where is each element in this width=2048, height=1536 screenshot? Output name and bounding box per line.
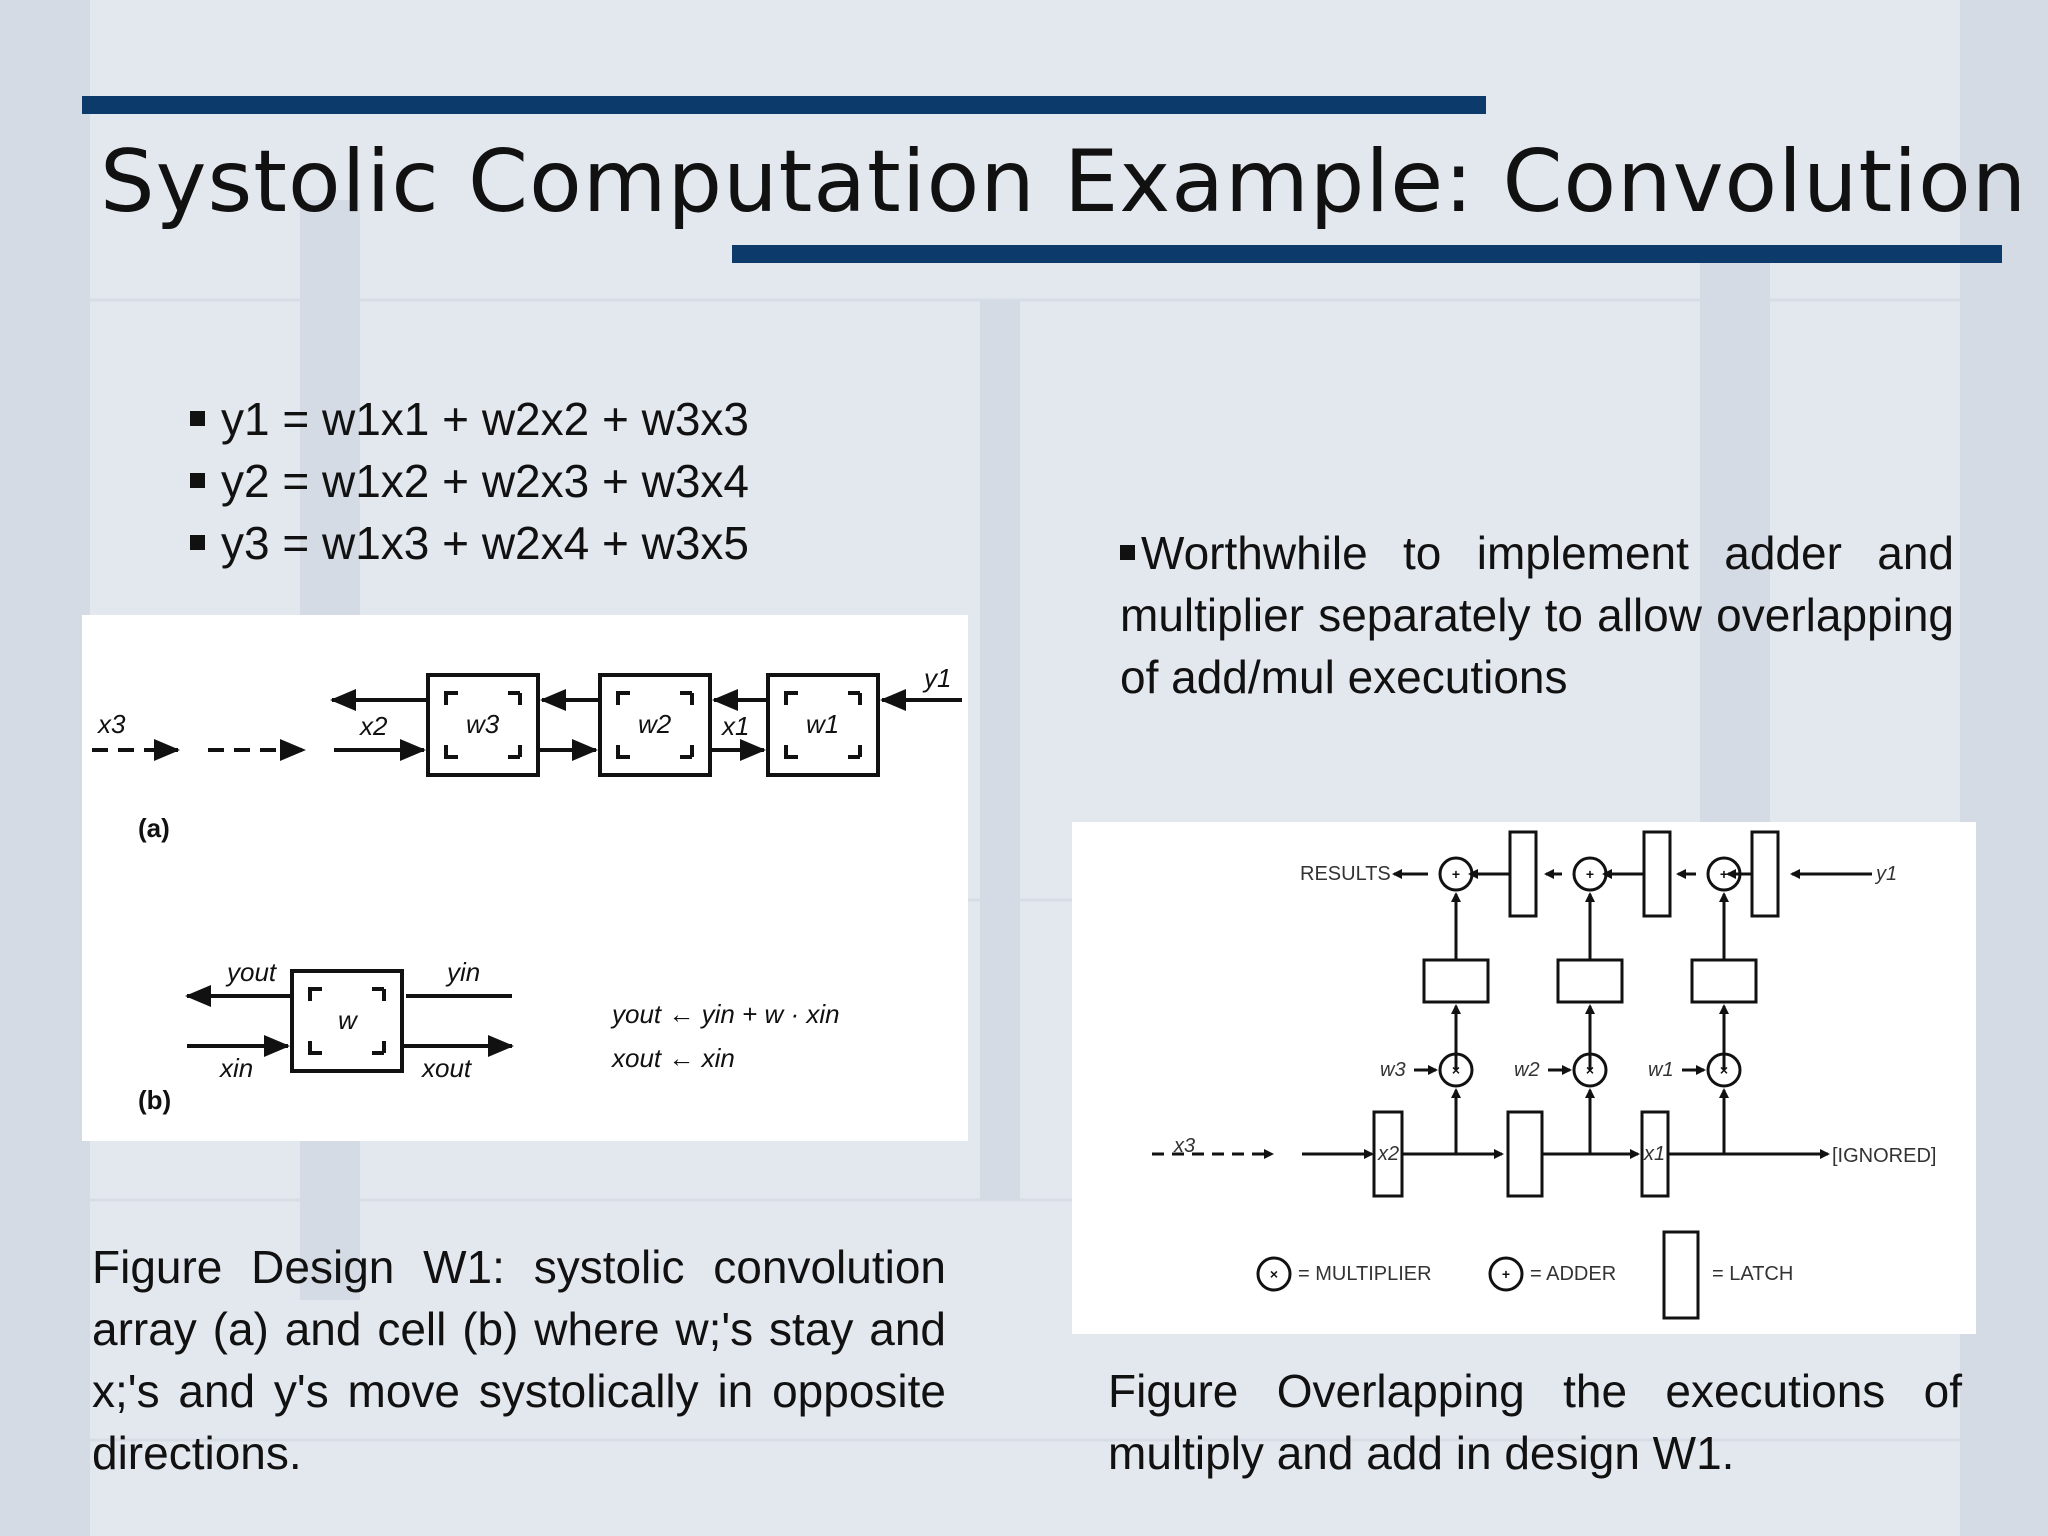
equation-item: y2 = w1x2 + w2x3 + w3x4 xyxy=(190,450,749,512)
adder xyxy=(1438,856,1474,892)
cell-w2 xyxy=(598,673,712,777)
cell-label-w: w xyxy=(338,1005,359,1035)
latch xyxy=(1690,958,1758,1004)
label-a: (a) xyxy=(138,813,170,843)
title-rule-bottom xyxy=(732,245,2002,263)
figure-overlap-design: +++ ××× ×+ RESULTS y1 w3 w2 w1 x3 x2 x1 … xyxy=(1072,822,1976,1334)
multiplier xyxy=(1438,1052,1474,1088)
title-rule-top xyxy=(82,96,1486,114)
figure-systolic-array: x3 x2 x1 y1 w3 w2 w1 (a) w yout yin xin … xyxy=(82,615,968,1141)
cell-w3 xyxy=(426,673,540,777)
slide-title: Systolic Computation Example: Convolutio… xyxy=(100,132,2028,232)
cell-w xyxy=(290,969,404,1073)
cell-w1 xyxy=(766,673,880,777)
svg-text:×: × xyxy=(1720,1062,1728,1078)
latch xyxy=(1422,958,1490,1004)
label-x1: x1 xyxy=(720,711,749,741)
caption-figure-left: Figure Design W1: systolic convolution a… xyxy=(92,1241,946,1479)
legend-latch-label: = LATCH xyxy=(1712,1263,1793,1285)
bullet-icon xyxy=(190,473,205,489)
svg-text:+: + xyxy=(1452,866,1460,882)
multiplier xyxy=(1706,1052,1742,1088)
adder xyxy=(1572,856,1608,892)
cell-label-w2: w2 xyxy=(638,709,672,739)
label-w1: w1 xyxy=(1648,1059,1674,1081)
latch xyxy=(1506,1110,1544,1198)
bullet-icon xyxy=(190,411,205,427)
legend-multiplier-label: = MULTIPLIER xyxy=(1298,1263,1432,1285)
adder xyxy=(1706,856,1742,892)
legend-adder-label: = ADDER xyxy=(1530,1263,1616,1285)
svg-text:×: × xyxy=(1270,1266,1278,1282)
label-b: (b) xyxy=(138,1085,171,1115)
label-w2: w2 xyxy=(1514,1059,1540,1081)
caption-figure-right: Figure Overlapping the executions of mul… xyxy=(1108,1365,1962,1479)
cell-equation-2: xout ← xin xyxy=(610,1043,735,1073)
latch xyxy=(1750,830,1780,918)
cell-label-w1: w1 xyxy=(806,709,839,739)
multiplier-legend-icon xyxy=(1256,1256,1292,1292)
label-yout: yout xyxy=(225,957,278,987)
label-x2: x2 xyxy=(1377,1143,1399,1165)
svg-text:×: × xyxy=(1586,1062,1594,1078)
label-xout: xout xyxy=(420,1053,473,1083)
label-x2: x2 xyxy=(358,711,388,741)
adder-legend-icon xyxy=(1488,1256,1524,1292)
latch xyxy=(1372,1110,1404,1198)
latch xyxy=(1556,958,1624,1004)
cell-label-w3: w3 xyxy=(466,709,500,739)
label-yin: yin xyxy=(445,957,480,987)
equation-list: y1 = w1x1 + w2x2 + w3x3 y2 = w1x2 + w2x3… xyxy=(190,388,749,574)
svg-text:+: + xyxy=(1502,1266,1510,1282)
latch xyxy=(1642,830,1672,918)
label-w3: w3 xyxy=(1380,1059,1406,1081)
equation-item: y3 = w1x3 + w2x4 + w3x5 xyxy=(190,512,749,574)
svg-text:+: + xyxy=(1586,866,1594,882)
label-ignored: [IGNORED] xyxy=(1832,1145,1936,1167)
equation-item: y1 = w1x1 + w2x2 + w3x3 xyxy=(190,388,749,450)
label-x1: x1 xyxy=(1643,1143,1665,1165)
label-results: RESULTS xyxy=(1300,863,1391,885)
svg-text:+: + xyxy=(1720,866,1728,882)
label-x3: x3 xyxy=(1173,1135,1195,1157)
cell-equation-1: yout ← yin + w · xin xyxy=(610,999,840,1029)
label-y1: y1 xyxy=(922,663,951,693)
latch xyxy=(1640,1110,1670,1198)
systolic-array-diagram: x3 x2 x1 y1 w3 w2 w1 (a) w yout yin xin … xyxy=(92,663,962,1115)
bullet-icon xyxy=(190,535,205,551)
label-x3: x3 xyxy=(96,709,126,739)
design-note: Worthwhile to implement adder and multip… xyxy=(1120,527,1954,703)
latch xyxy=(1508,830,1538,918)
svg-text:×: × xyxy=(1452,1062,1460,1078)
latch-legend-icon xyxy=(1662,1230,1700,1320)
multiplier xyxy=(1572,1052,1608,1088)
overlap-diagram: +++ ××× ×+ RESULTS y1 w3 w2 w1 x3 x2 x1 … xyxy=(1152,830,1936,1320)
label-xin: xin xyxy=(218,1053,253,1083)
label-y1: y1 xyxy=(1874,863,1897,885)
bullet-icon xyxy=(1120,545,1135,561)
